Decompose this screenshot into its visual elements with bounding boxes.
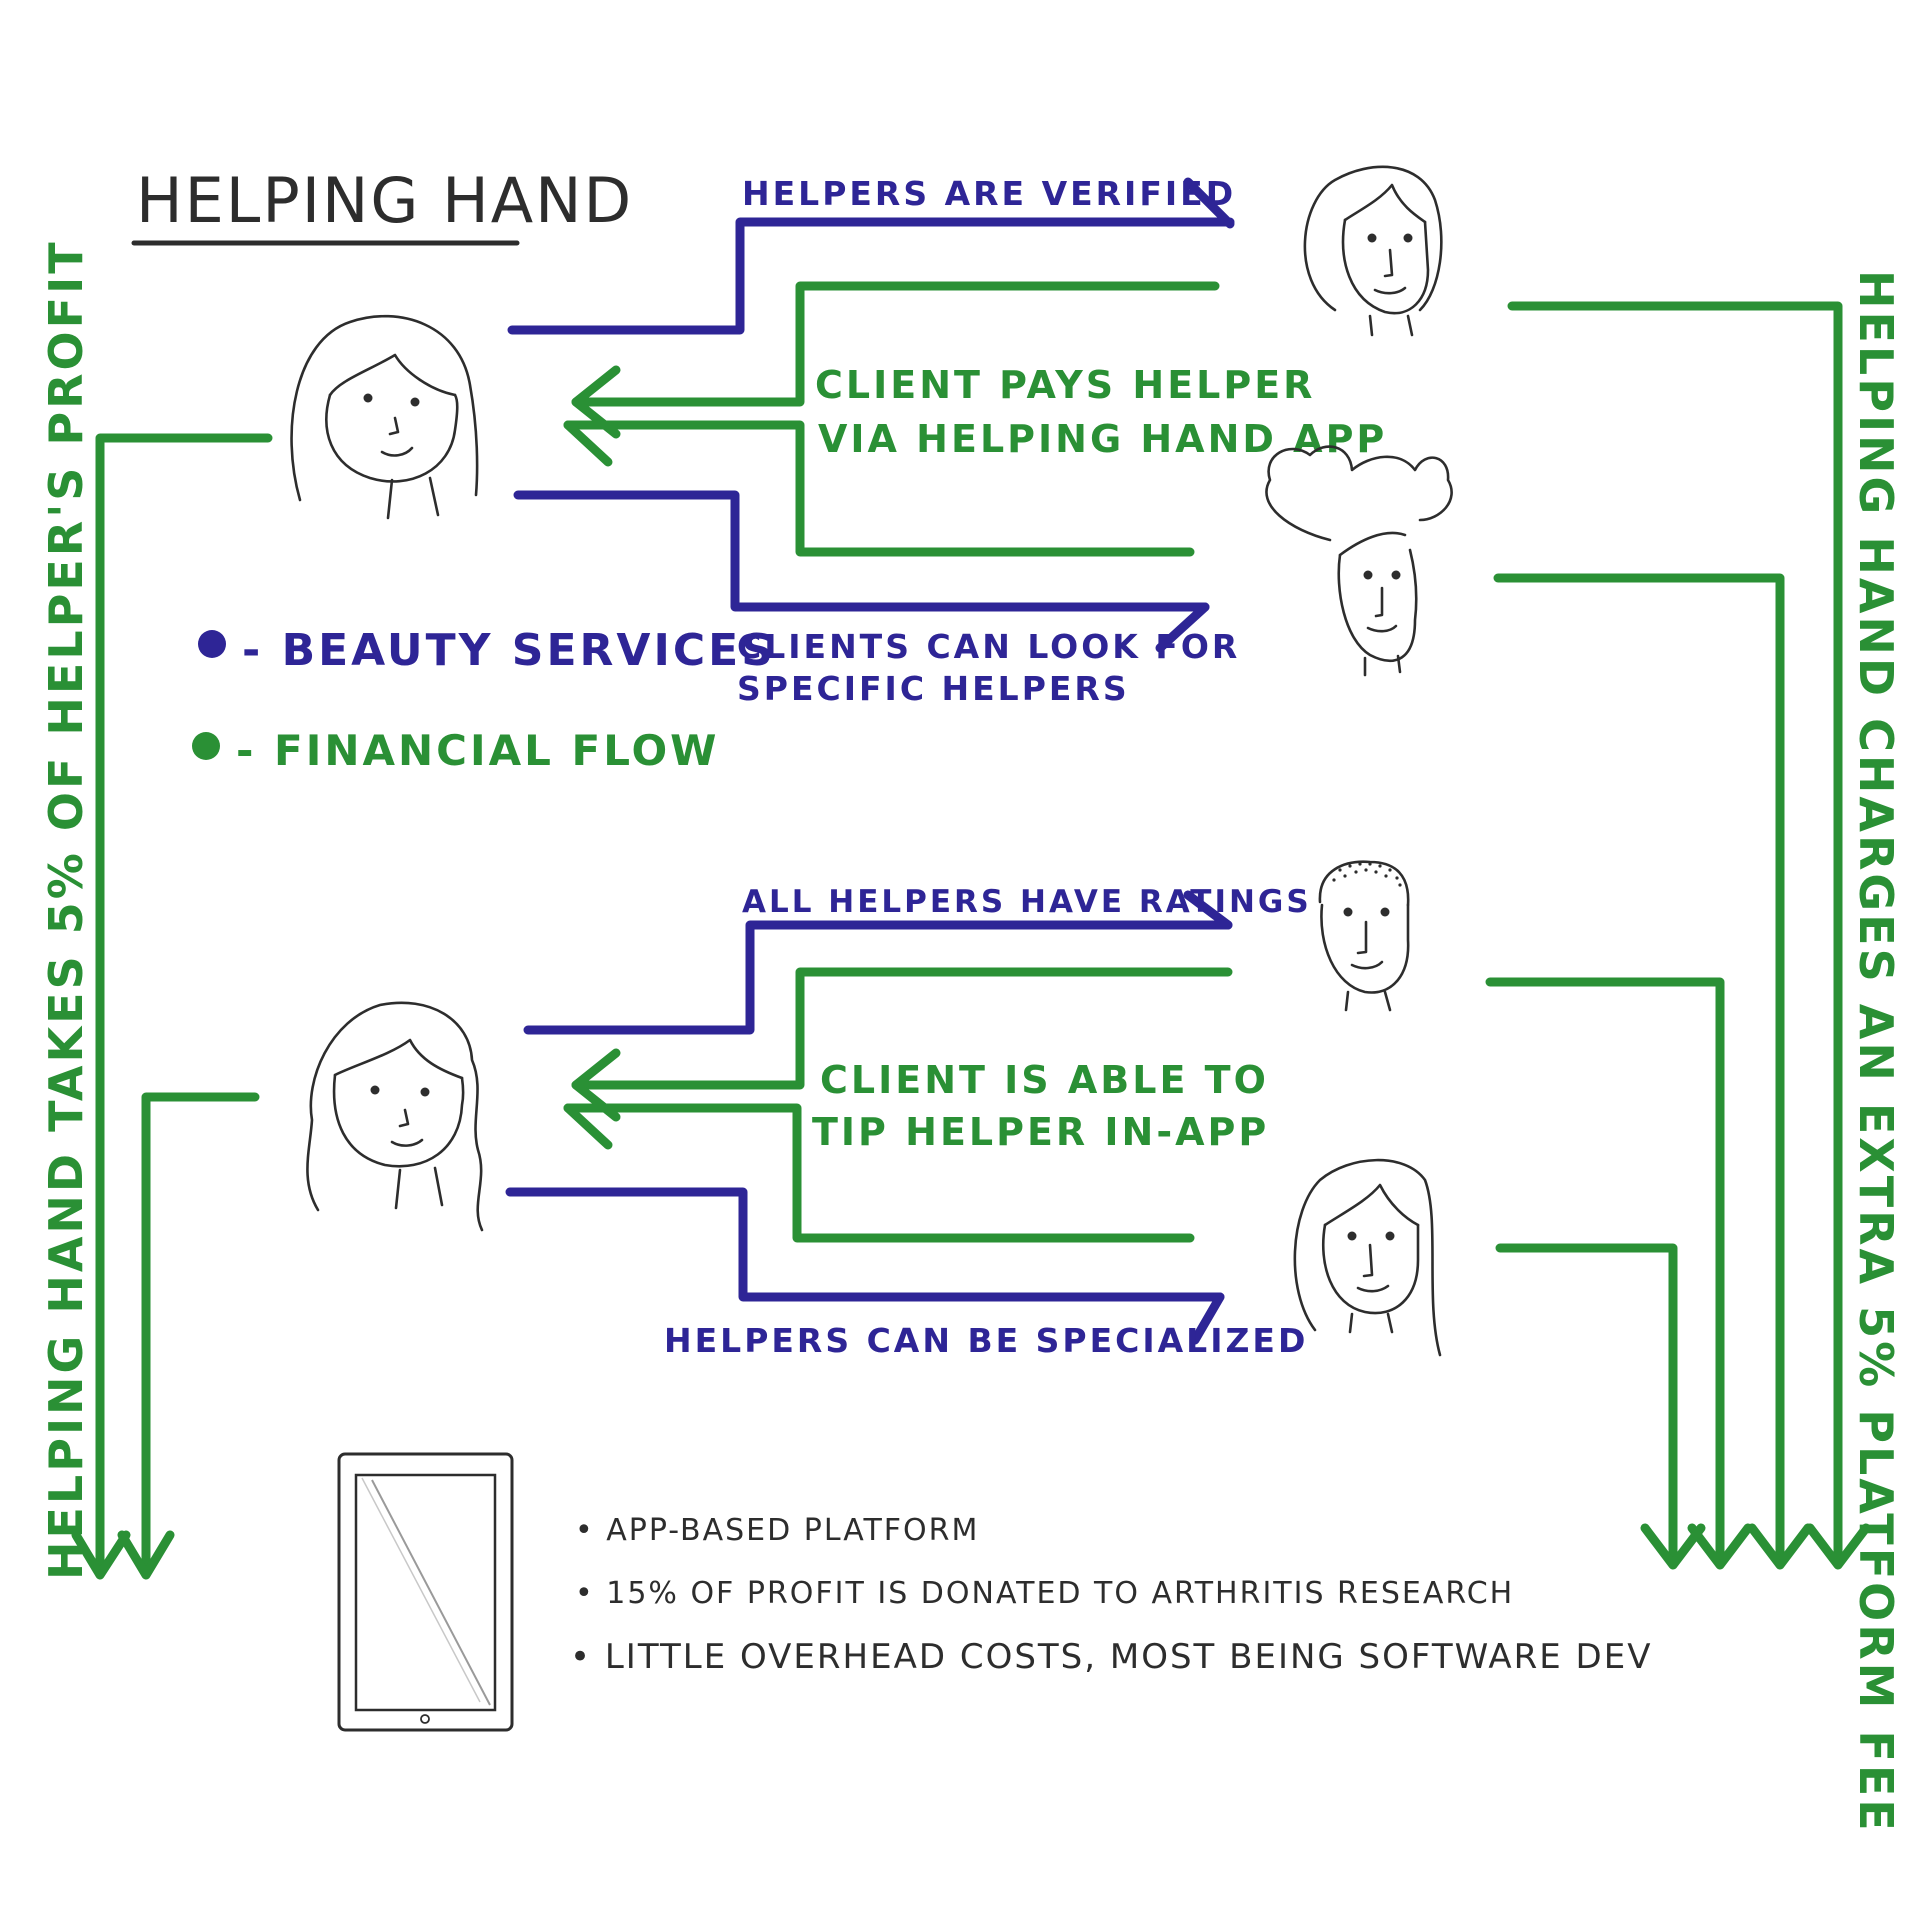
label-specific-helpers: SPECIFIC HELPERS: [737, 669, 1130, 708]
green-arrowhead-right-1: [1805, 1523, 1871, 1570]
purple-flow-verified: [507, 217, 1235, 335]
client-face-top: [290, 314, 479, 520]
green-flow-right-1: [1507, 301, 1843, 1567]
green-arrowhead-right-3: [1687, 1523, 1753, 1570]
label-client-tip: CLIENT IS ABLE TO: [820, 1058, 1269, 1102]
purple-flow-look: [513, 490, 1210, 612]
label-specialized: HELPERS CAN BE SPECIALIZED: [664, 1321, 1308, 1360]
note-overhead: • LITTLE OVERHEAD COSTS, MOST BEING SOFT…: [570, 1637, 1652, 1677]
green-arrowhead-pay-2: [563, 420, 613, 467]
label-left-vertical: HELPING HAND TAKES 5% OF HELPER'S PROFIT: [39, 239, 93, 1580]
green-flow-left-outer: [95, 433, 273, 1575]
label-helpers-ratings: ALL HELPERS HAVE RATINGS: [742, 884, 1312, 920]
note-donation: • 15% OF PROFIT IS DONATED TO ARTHRITIS …: [575, 1576, 1514, 1611]
legend-dot-green: [192, 732, 220, 760]
purple-arrowhead-verified: [1183, 177, 1235, 229]
green-flow-left-inner: [141, 1092, 260, 1575]
legend-dot-purple: [198, 630, 226, 658]
page-title: HELPING HAND: [136, 164, 633, 237]
label-clients-look: CLIENTS CAN LOOK FOR: [737, 627, 1240, 666]
green-arrowhead-left-outer: [71, 1530, 131, 1580]
green-flow-right-2: [1493, 573, 1785, 1567]
client-face-bottom: [306, 1001, 484, 1232]
helper-face-3: [1318, 860, 1410, 1012]
legend-financial-flow: - FINANCIAL FLOW: [236, 726, 720, 775]
label-helpers-verified: HELPERS ARE VERIFIED: [742, 174, 1236, 213]
green-flow-right-4: [1495, 1243, 1678, 1567]
note-app-based: • APP-BASED PLATFORM: [575, 1513, 979, 1548]
green-arrowhead-left-inner: [117, 1530, 175, 1580]
helper-face-4: [1293, 1158, 1442, 1357]
helper-face-2: [1265, 445, 1453, 677]
green-flow-right-3: [1485, 977, 1725, 1567]
green-flow-tip-2: [563, 1103, 1195, 1243]
purple-flow-ratings: [523, 920, 1233, 1035]
label-via-app: VIA HELPING HAND APP: [818, 417, 1387, 461]
purple-flow-specialized: [505, 1187, 1225, 1302]
green-flow-pay-2: [563, 420, 1195, 557]
label-tip-in-app: TIP HELPER IN-APP: [812, 1110, 1269, 1154]
helper-face-1: [1303, 165, 1443, 337]
label-right-vertical: HELPING HAND CHARGES AN EXTRA 5% PLATFOR…: [1849, 270, 1903, 1834]
legend-beauty-services: - BEAUTY SERVICES: [242, 625, 776, 676]
purple-arrowhead-look: [1155, 602, 1210, 653]
purple-arrowhead-specialized: [1190, 1292, 1225, 1345]
green-arrowhead-right-2: [1747, 1523, 1813, 1570]
tablet-icon: [337, 1452, 514, 1732]
label-client-pays: CLIENT PAYS HELPER: [815, 363, 1315, 407]
green-flow-tip-1: [571, 967, 1233, 1090]
green-flow-pay-1: [571, 281, 1220, 407]
purple-arrowhead-ratings: [1183, 890, 1233, 930]
green-arrowhead-right-4: [1640, 1523, 1706, 1570]
green-arrowhead-tip-2: [563, 1103, 613, 1150]
